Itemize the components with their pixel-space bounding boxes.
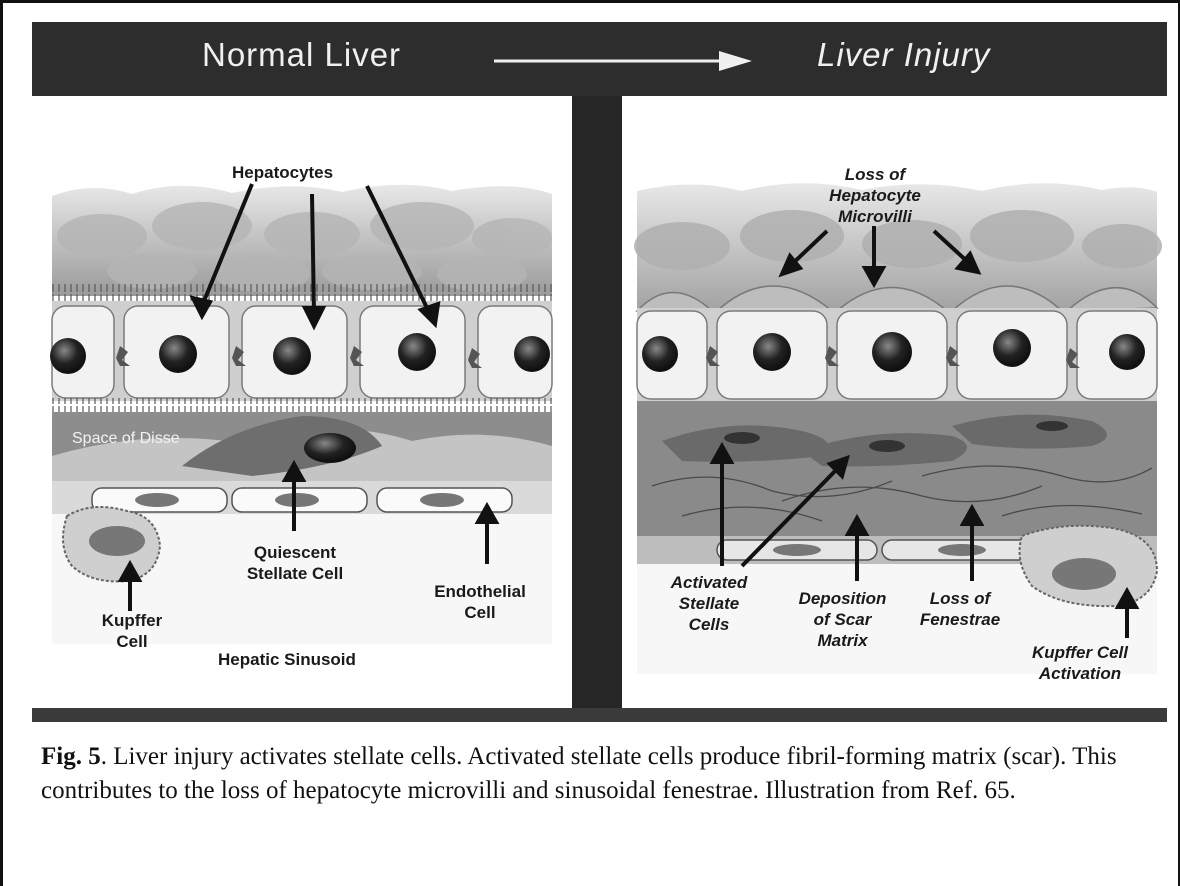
loss-of-microvilli-label: Loss of Hepatocyte Microvilli xyxy=(805,164,945,227)
bottom-divider xyxy=(32,708,1167,722)
transition-arrow-icon xyxy=(494,49,754,73)
kupffer-activation-label: Kupffer Cell Activation xyxy=(1010,642,1150,684)
liver-injury-title: Liver Injury xyxy=(817,36,990,74)
figure-caption: Fig. 5. Liver injury activates stellate … xyxy=(41,740,1151,808)
hepatocytes-label: Hepatocytes xyxy=(232,162,333,183)
normal-liver-panel: Hepatocytes Space of Disse Quiescent Ste… xyxy=(32,96,572,708)
panel-divider xyxy=(572,96,622,716)
figure-number: Fig. 5 xyxy=(41,743,101,770)
figure-header: Normal Liver Liver Injury xyxy=(32,22,1167,96)
liver-injury-panel: Loss of Hepatocyte Microvilli Activated … xyxy=(622,96,1167,708)
normal-liver-title: Normal Liver xyxy=(202,36,401,74)
activated-stellate-cells-label: Activated Stellate Cells xyxy=(654,572,764,635)
hepatic-sinusoid-label: Hepatic Sinusoid xyxy=(218,649,356,670)
loss-of-fenestrae-label: Loss of Fenestrae xyxy=(905,588,1015,630)
deposition-scar-matrix-label: Deposition of Scar Matrix xyxy=(780,588,905,651)
endothelial-cell-label: Endothelial Cell xyxy=(410,581,550,623)
kupffer-cell-label: Kupffer Cell xyxy=(82,610,182,652)
space-of-disse-label: Space of Disse xyxy=(72,428,180,449)
quiescent-stellate-label: Quiescent Stellate Cell xyxy=(220,542,370,584)
caption-text: . Liver injury activates stellate cells.… xyxy=(41,743,1117,804)
